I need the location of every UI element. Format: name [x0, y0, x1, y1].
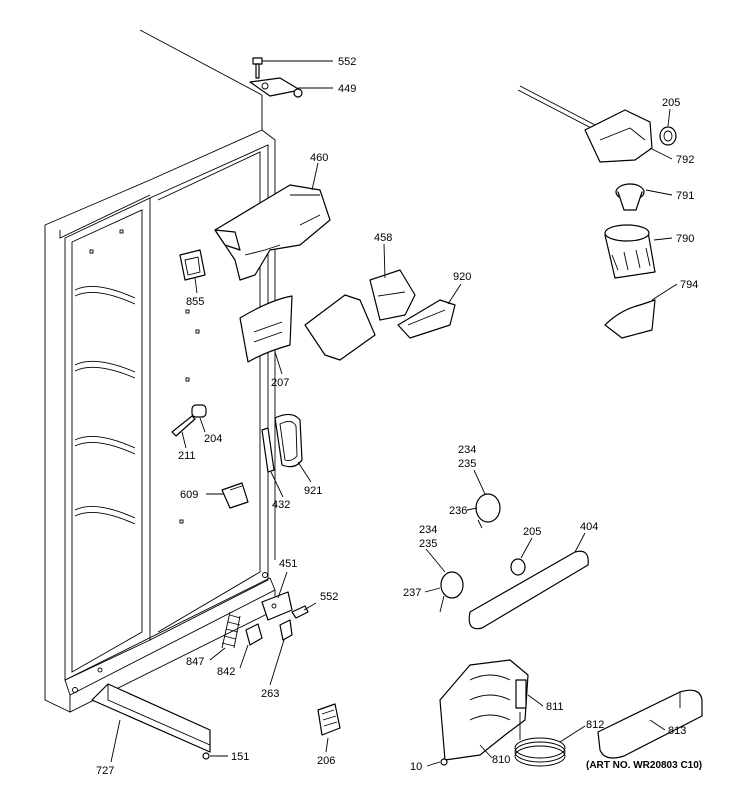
label-205-mid: 205 — [523, 526, 541, 538]
label-458: 458 — [374, 232, 392, 244]
label-855: 855 — [186, 296, 204, 308]
part-205-cap-top — [659, 126, 677, 146]
label-449: 449 — [338, 83, 356, 95]
part-404-tube — [468, 550, 589, 630]
refrigerator-case — [44, 29, 276, 713]
part-449-hinge — [249, 77, 303, 98]
label-205-top: 205 — [662, 97, 680, 109]
label-10: 10 — [410, 761, 422, 773]
label-552-bottom: 552 — [320, 591, 338, 603]
label-790: 790 — [676, 233, 694, 245]
part-855-damper — [179, 249, 206, 281]
label-609: 609 — [180, 489, 198, 501]
part-458-housing — [304, 269, 416, 361]
label-451: 451 — [279, 558, 297, 570]
part-151-screw — [202, 752, 210, 760]
label-236: 236 — [449, 505, 467, 517]
part-451-hinge — [261, 591, 293, 621]
part-204-bushing — [191, 404, 207, 418]
label-235-upper: 235 — [458, 458, 476, 470]
part-460-air-duct — [214, 184, 331, 281]
label-204: 204 — [204, 433, 222, 445]
part-10-screw — [440, 758, 448, 766]
part-609-switch — [221, 482, 249, 509]
label-404: 404 — [580, 521, 598, 533]
leader-lines — [110, 60, 678, 767]
part-432-bracket — [261, 427, 275, 473]
label-235-lower: 235 — [419, 538, 437, 550]
part-842-cam — [245, 623, 263, 646]
part-792-filter-head — [517, 85, 653, 163]
part-727-kickplate — [91, 683, 211, 753]
art-number: (ART NO. WR20803 C10) — [586, 760, 702, 771]
label-552-top: 552 — [338, 56, 356, 68]
label-792: 792 — [676, 154, 694, 166]
part-812-coil — [514, 712, 566, 767]
part-236-lens — [475, 493, 501, 529]
label-234-lower: 234 — [419, 524, 437, 536]
part-206-grommet — [317, 703, 341, 736]
label-812: 812 — [586, 719, 604, 731]
part-920-fixture — [397, 299, 456, 339]
part-211-screw — [171, 415, 196, 437]
label-794: 794 — [680, 279, 698, 291]
label-207: 207 — [271, 377, 289, 389]
label-811: 811 — [546, 701, 564, 713]
label-211: 211 — [178, 450, 196, 462]
part-847-spring — [221, 611, 241, 649]
label-151: 151 — [231, 751, 249, 763]
label-847: 847 — [186, 656, 204, 668]
label-263: 263 — [261, 688, 279, 700]
label-234-upper: 234 — [458, 444, 476, 456]
part-813-insulation — [597, 689, 703, 759]
part-921-gasket — [274, 413, 303, 468]
part-labels: 552 449 460 855 458 920 207 204 211 432 … — [96, 56, 702, 777]
label-237: 237 — [403, 587, 421, 599]
part-207-cover — [239, 295, 293, 363]
label-791: 791 — [676, 190, 694, 202]
label-920: 920 — [453, 271, 471, 283]
label-432: 432 — [272, 499, 290, 511]
part-552-screw-top — [252, 57, 263, 79]
part-552-screw-bottom — [291, 605, 309, 619]
label-727: 727 — [96, 765, 114, 777]
part-237-lens — [439, 571, 464, 613]
part-794-cover — [604, 299, 656, 339]
label-813: 813 — [668, 725, 686, 737]
part-790-filter — [604, 224, 656, 279]
part-205-cap-mid — [510, 558, 526, 576]
label-810: 810 — [492, 754, 510, 766]
label-206: 206 — [317, 755, 335, 767]
part-811-tubing — [439, 659, 529, 761]
label-842: 842 — [217, 666, 235, 678]
label-460: 460 — [310, 152, 328, 164]
part-791-adapter — [615, 183, 645, 211]
part-263-pin — [279, 619, 293, 641]
label-921: 921 — [304, 485, 322, 497]
